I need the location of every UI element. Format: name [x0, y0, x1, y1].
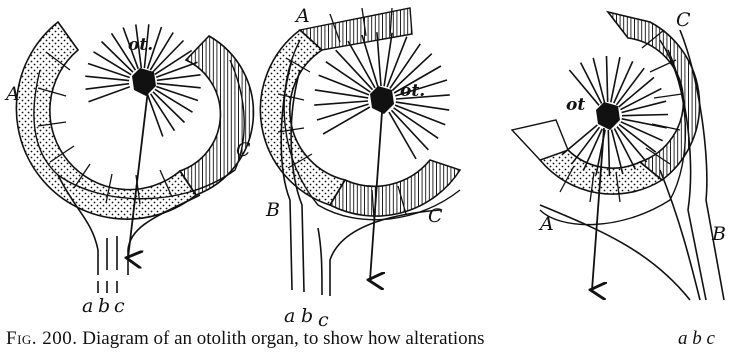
cell-group-C	[608, 12, 700, 180]
otolith-label: ot	[566, 95, 585, 115]
displacement-arrow	[592, 128, 604, 290]
diagram-panel-1: ot. A C a b c	[4, 22, 253, 317]
otolith-diagram-panels: ot. A C a b c	[0, 0, 749, 330]
hair-process-line	[157, 75, 201, 81]
hair-process-line	[89, 87, 130, 102]
hair-process-line	[86, 84, 130, 90]
otolith	[596, 102, 620, 130]
diagram-panel-3: ot C A B	[512, 9, 726, 300]
figure-caption: Fig. 200. Diagram of an otolith organ, t…	[6, 328, 749, 353]
hair-process-line	[314, 101, 368, 105]
cell-group-label-c: C	[676, 9, 691, 31]
nerve-label-a: a	[284, 305, 295, 327]
nerve-label-a: a	[82, 295, 93, 317]
cell-group-label-c: C	[428, 205, 443, 227]
nerve-label-c: c	[114, 295, 125, 317]
otolith-label: ot.	[400, 81, 425, 101]
hair-process-line	[622, 115, 668, 116]
hair-process-line	[85, 76, 129, 80]
cell-group-label-b: B	[265, 199, 280, 221]
nerve-label-c: c	[318, 309, 329, 330]
nerve-label-b: b	[98, 295, 110, 317]
figure-number: Fig. 200.	[6, 328, 78, 349]
cell-group-label-a: A	[4, 83, 20, 105]
hair-process-line	[389, 112, 416, 159]
caption-trailing-labels: a b c	[678, 328, 715, 350]
otolith-label: ot.	[128, 35, 153, 55]
hair-process-line	[622, 119, 667, 128]
cell-group-label-b: B	[711, 223, 726, 245]
cell-group-A	[260, 30, 345, 205]
cell-group-label-a: A	[294, 5, 310, 27]
displacement-arrow	[128, 90, 148, 258]
hair-process-line	[607, 56, 608, 102]
hair-process-line	[593, 58, 604, 103]
hair-process-line	[153, 92, 185, 123]
cell-group-label-a: A	[538, 213, 554, 235]
diagram-panel-2: ot. A B C a b c	[260, 5, 460, 330]
otolith	[132, 68, 156, 96]
hair-process-line	[153, 41, 184, 73]
hair-process-line	[157, 83, 201, 87]
hair-process-line	[622, 101, 667, 112]
hair-process-line	[611, 57, 620, 102]
cell-group-C	[180, 36, 253, 195]
nerve-label-b: b	[301, 305, 313, 327]
otolith	[370, 86, 394, 114]
caption-text: Diagram of an otolith organ, to show how…	[82, 328, 484, 349]
cell-group-label-c: C	[236, 139, 251, 161]
